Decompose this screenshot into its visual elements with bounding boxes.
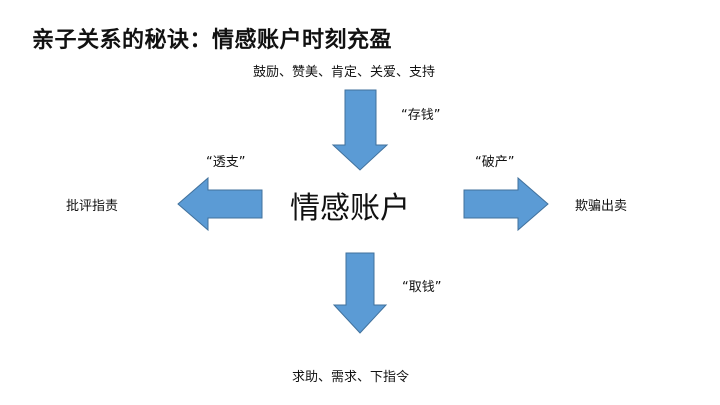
slide-title: 亲子关系的秘诀：情感账户时刻充盈: [32, 28, 393, 53]
arrow-right: [463, 176, 549, 232]
bankrupt-label: “破产”: [475, 155, 515, 170]
center-node: 情感账户: [290, 191, 410, 226]
left-label: 批评指责: [66, 199, 119, 214]
overdraft-label: “透支”: [206, 155, 246, 170]
bottom-label: 求助、需求、下指令: [292, 370, 410, 385]
deposit-label: “存钱”: [401, 108, 441, 123]
arrow-left: [177, 176, 263, 232]
withdraw-label: “取钱”: [402, 280, 442, 295]
arrow-down-top: [331, 89, 389, 171]
top-label: 鼓励、赞美、肯定、关爱、支持: [253, 65, 436, 80]
arrow-down-bottom: [332, 252, 388, 334]
right-label: 欺骗出卖: [575, 199, 628, 214]
